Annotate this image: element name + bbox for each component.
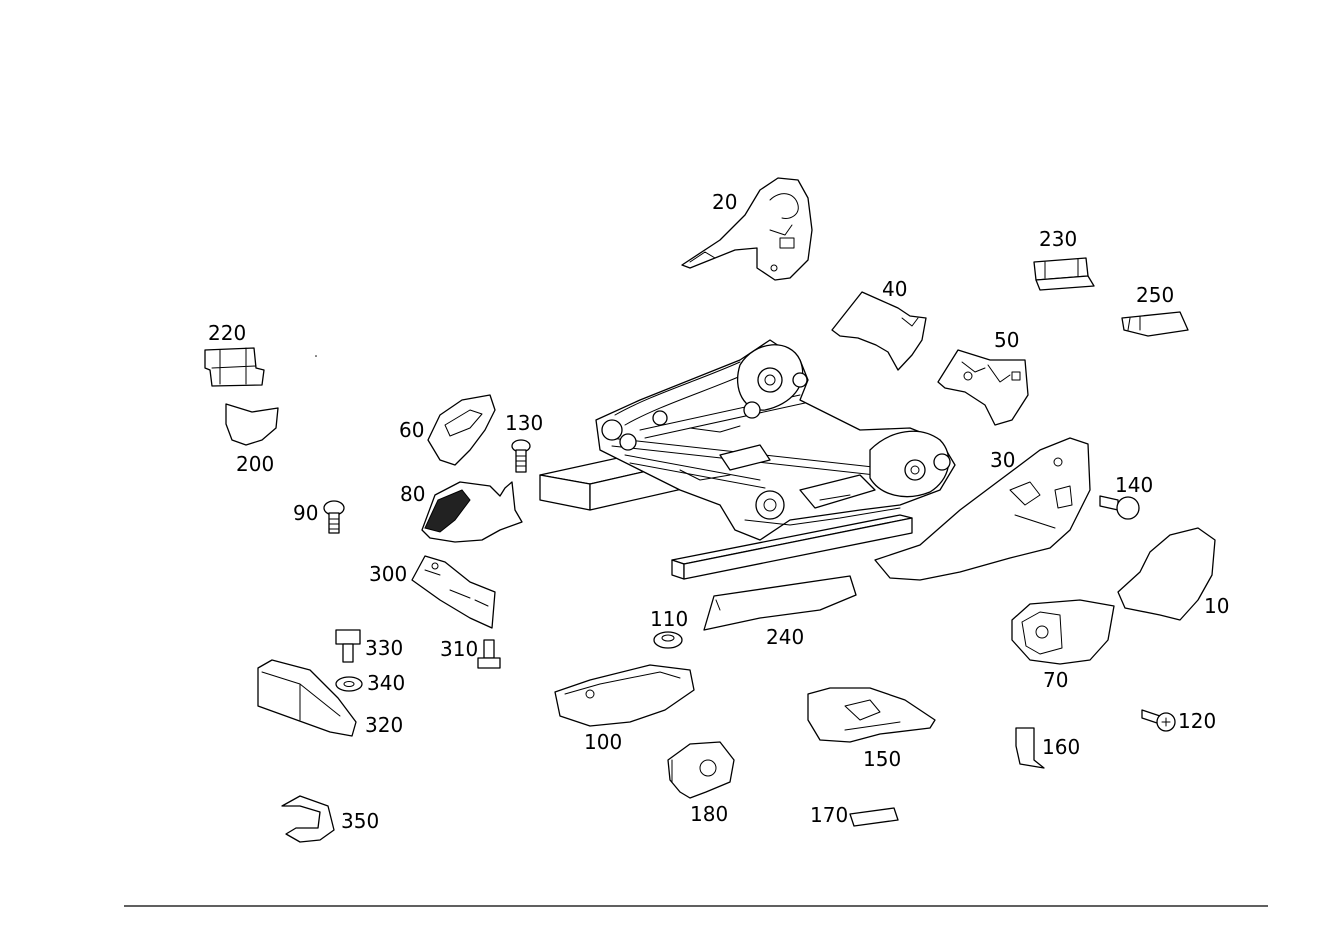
callout-310: 310 <box>440 637 478 661</box>
callout-170: 170 <box>810 803 848 827</box>
part-250-clip <box>1121 311 1189 337</box>
part-300-bracket <box>411 555 496 629</box>
callout-110: 110 <box>650 607 688 631</box>
part-230-clip <box>1033 257 1095 291</box>
part-90-screw <box>323 500 345 534</box>
callout-340: 340 <box>367 671 405 695</box>
part-120-screw <box>1141 709 1176 732</box>
callout-30: 30 <box>990 448 1015 472</box>
part-70-trim <box>1011 599 1115 665</box>
part-200-trim <box>225 403 279 446</box>
callout-240: 240 <box>766 625 804 649</box>
callout-130: 130 <box>505 411 543 435</box>
stray-mark <box>315 355 317 357</box>
part-330-bolt <box>335 629 361 663</box>
callout-90: 90 <box>293 501 318 525</box>
part-20-backrest-trim <box>681 177 813 281</box>
callout-220: 220 <box>208 321 246 345</box>
callout-160: 160 <box>1042 735 1080 759</box>
part-40-panel <box>831 291 927 371</box>
part-220-clip <box>204 347 265 387</box>
part-80-housing <box>421 481 523 543</box>
callout-300: 300 <box>369 562 407 586</box>
callout-180: 180 <box>690 802 728 826</box>
callout-150: 150 <box>863 747 901 771</box>
callout-200: 200 <box>236 452 274 476</box>
part-30-side-panel <box>874 437 1091 581</box>
callout-80: 80 <box>400 482 425 506</box>
callout-20: 20 <box>712 190 737 214</box>
part-240-trim <box>703 575 857 631</box>
part-350-clip <box>281 795 335 843</box>
part-60-cover <box>427 394 496 466</box>
part-160-clip <box>1015 727 1045 769</box>
callout-labels: 10 20 30 40 50 60 70 80 90 100 110 120 1… <box>208 190 1229 833</box>
callout-10: 10 <box>1204 594 1229 618</box>
part-100-handle <box>554 664 695 727</box>
callout-40: 40 <box>882 277 907 301</box>
callout-100: 100 <box>584 730 622 754</box>
callout-320: 320 <box>365 713 403 737</box>
callout-250: 250 <box>1136 283 1174 307</box>
callout-350: 350 <box>341 809 379 833</box>
callout-50: 50 <box>994 328 1019 352</box>
part-310-bolt <box>477 639 501 669</box>
part-10-cover <box>1117 527 1216 621</box>
part-340-washer <box>335 676 363 692</box>
callout-230: 230 <box>1039 227 1077 251</box>
callout-330: 330 <box>365 636 403 660</box>
callout-140: 140 <box>1115 473 1153 497</box>
part-180-cap <box>667 741 735 799</box>
part-110-grommet <box>653 631 683 649</box>
part-50-bracket <box>937 349 1029 426</box>
callout-60: 60 <box>399 418 424 442</box>
part-140-screw <box>1099 495 1140 520</box>
callout-70: 70 <box>1043 668 1068 692</box>
seat-frame-assembly <box>539 339 956 580</box>
part-320-block <box>257 659 357 737</box>
part-130-screw <box>511 439 531 473</box>
part-150-panel <box>807 687 936 743</box>
callout-120: 120 <box>1178 709 1216 733</box>
part-170-pad <box>849 807 899 827</box>
